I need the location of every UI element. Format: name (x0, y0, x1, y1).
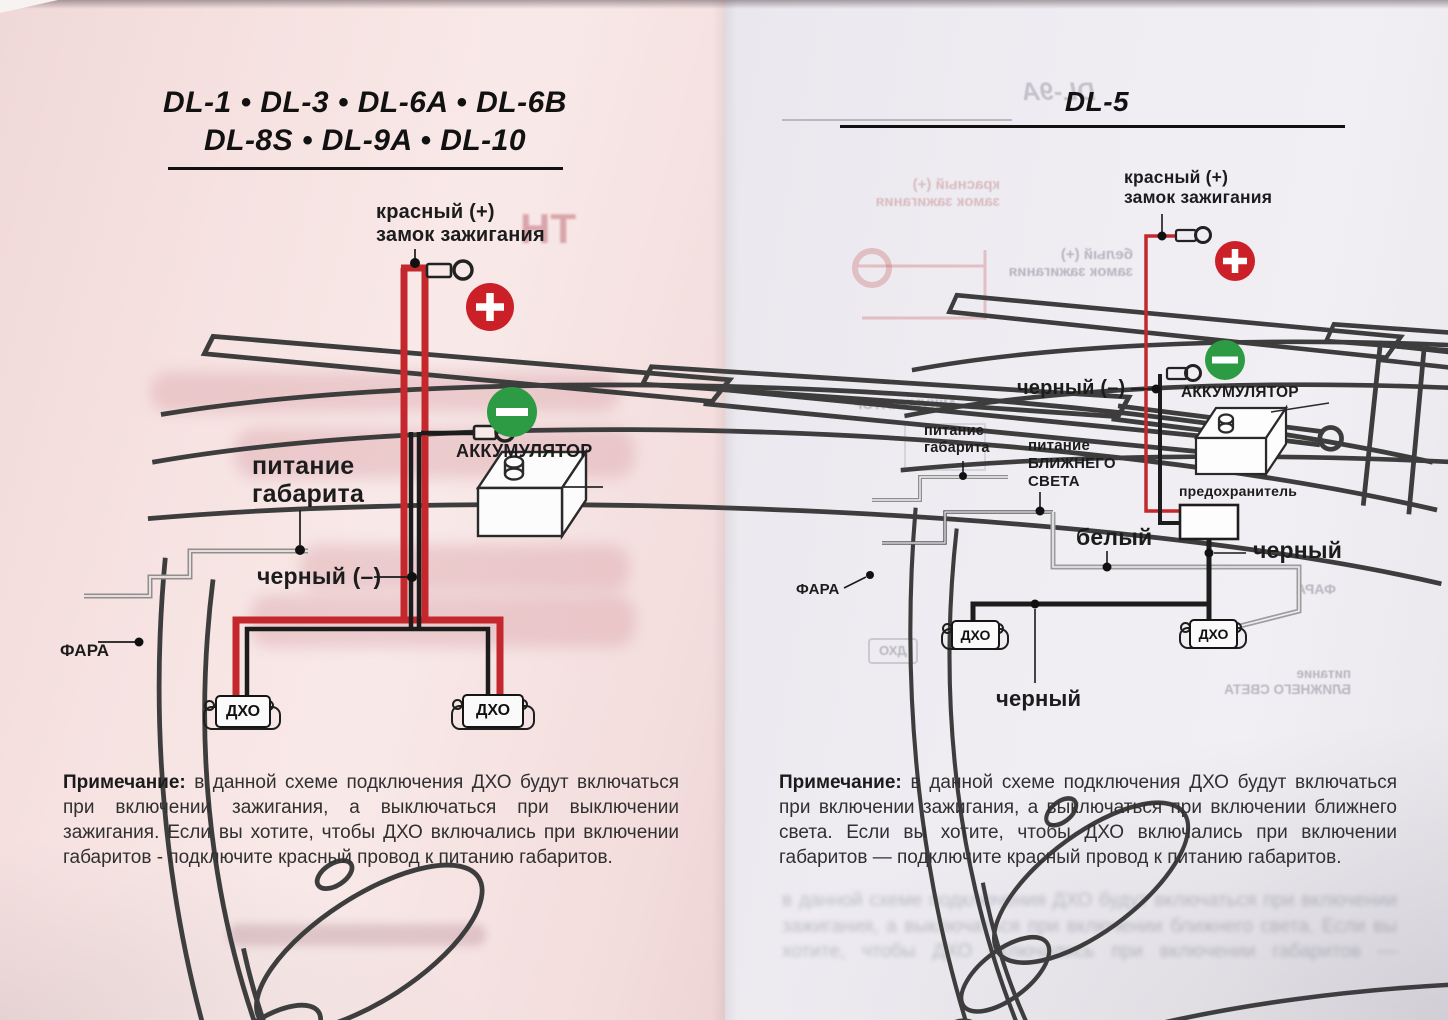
right-title-underline (840, 125, 1345, 128)
bleed-through-logo-fragment: НТ (520, 205, 576, 252)
black-wire-bus (244, 626, 491, 703)
page-right (725, 0, 1448, 1020)
left-title-underline (168, 167, 563, 170)
fuse-box (1178, 503, 1240, 541)
label-line: питание (1028, 437, 1090, 454)
right-ground-label: черный (–) (1017, 377, 1126, 399)
plus-badge-left (466, 283, 514, 331)
left-page-title: DL-1 • DL-3 • DL-6A • DL-6B DL-8S • DL-9… (130, 84, 600, 160)
right-page-title: DL-5 (1064, 86, 1130, 117)
battery-terminal-lug (472, 424, 498, 441)
minus-badge-right (1205, 340, 1245, 380)
left-note: Примечание: в данной схеме подключения Д… (63, 770, 679, 870)
bleed-through-drl-box: ДХО (868, 638, 918, 664)
right-ignition-label: красный (+) замок зажигания (1124, 167, 1273, 208)
right-headlight-label: ФАРА (796, 581, 840, 598)
drl-lamp-left-1: ДХО (215, 695, 271, 728)
label-line: габарита (924, 440, 990, 456)
label-line: красный (+) (376, 201, 495, 223)
red-wire-trunk (400, 264, 429, 623)
right-battery-label: АККУМУЛЯТОР (1181, 384, 1299, 401)
scan-corner-wedge (0, 0, 58, 13)
white-wire-core (1052, 512, 1300, 627)
car-outline-right (899, 294, 1448, 1020)
right-callout-leaders (843, 214, 1246, 683)
right-wiring (843, 214, 1330, 683)
battery-terminal-lug (1165, 366, 1189, 381)
minus-badge-left (487, 387, 537, 437)
parking-light-wire-core (872, 476, 1008, 501)
left-battery-label: АККУМУЛЯТОР (456, 441, 593, 461)
left-headlight-label: ФАРА (60, 641, 110, 660)
ring-terminal-icon (1194, 226, 1212, 244)
note-body: в данной схеме подключения ДХО будут вкл… (779, 772, 1397, 869)
left-title-line1: DL-1 • DL-3 • DL-6A • DL-6B (163, 86, 567, 119)
left-parking-label: питание габарита (252, 452, 364, 508)
scan-top-edge (0, 0, 1448, 9)
parking-light-wire-core (84, 550, 308, 597)
battery-ground-wire (1158, 374, 1180, 525)
label-line: габарита (252, 480, 365, 508)
ignition-terminal-lug (425, 262, 453, 279)
left-ignition-label: красный (+) замок зажигания (376, 201, 545, 247)
label-line: БЛИЖНЕГО (1028, 455, 1116, 472)
right-white-wire-label: белый (1076, 524, 1153, 550)
drl-lamp-right-1: ДХО (951, 620, 1000, 650)
battery-drawing-left (475, 448, 589, 540)
plus-badge-right (1215, 241, 1255, 281)
label-line: замок зажигания (1124, 186, 1273, 207)
left-wiring (84, 249, 603, 703)
bleed-through-red-wiring (852, 248, 987, 471)
page-left (0, 0, 725, 1020)
right-black-wire-label: черный (1253, 537, 1343, 563)
left-title-line2: DL-8S • DL-9A • DL-10 (203, 124, 527, 157)
drl-lamp-right-2: ДХО (1189, 619, 1238, 649)
black-wire-trunk (408, 430, 474, 630)
right-parking-label: питание габарита (924, 423, 990, 457)
drl-lamp-left-2: ДХО (462, 694, 524, 728)
note-title: Примечание: (779, 772, 902, 793)
right-fuse-label: предохранитель (1179, 483, 1298, 499)
label-line: СВЕТА (1028, 473, 1080, 490)
label-line: питание (252, 452, 355, 480)
right-title-underline-faint (782, 119, 1012, 121)
ring-terminal-icon (452, 259, 474, 281)
label-line: питание (924, 423, 984, 439)
label-line: замок зажигания (376, 223, 545, 246)
low-beam-wire-core (882, 511, 1053, 544)
drl-mount-hole (204, 700, 215, 711)
parking-light-wire (872, 475, 1008, 502)
note-title: Примечание: (63, 772, 186, 793)
red-wire-bus (232, 616, 504, 701)
battery-callout-line (1270, 402, 1330, 413)
left-ground-label: черный (–) (257, 563, 382, 589)
ring-terminal-icon (1184, 364, 1202, 382)
note-body: в данной схеме подключения ДХО будут вкл… (63, 772, 680, 869)
right-lowbeam-label: питание БЛИЖНЕГО СВЕТА (1028, 437, 1116, 491)
bleed-through-text-block (300, 545, 630, 591)
battery-drawing-right (1193, 404, 1289, 478)
right-note: Примечание: в данной схеме подключения Д… (779, 770, 1397, 870)
right-black-wire-bottom-label: черный (996, 686, 1082, 711)
label-line: красный (+) (1124, 167, 1229, 187)
black-wire-bus (970, 601, 1212, 622)
left-callout-leaders (98, 249, 420, 647)
ignition-terminal-lug (1174, 228, 1198, 243)
page-fold-shading (712, 0, 738, 1020)
